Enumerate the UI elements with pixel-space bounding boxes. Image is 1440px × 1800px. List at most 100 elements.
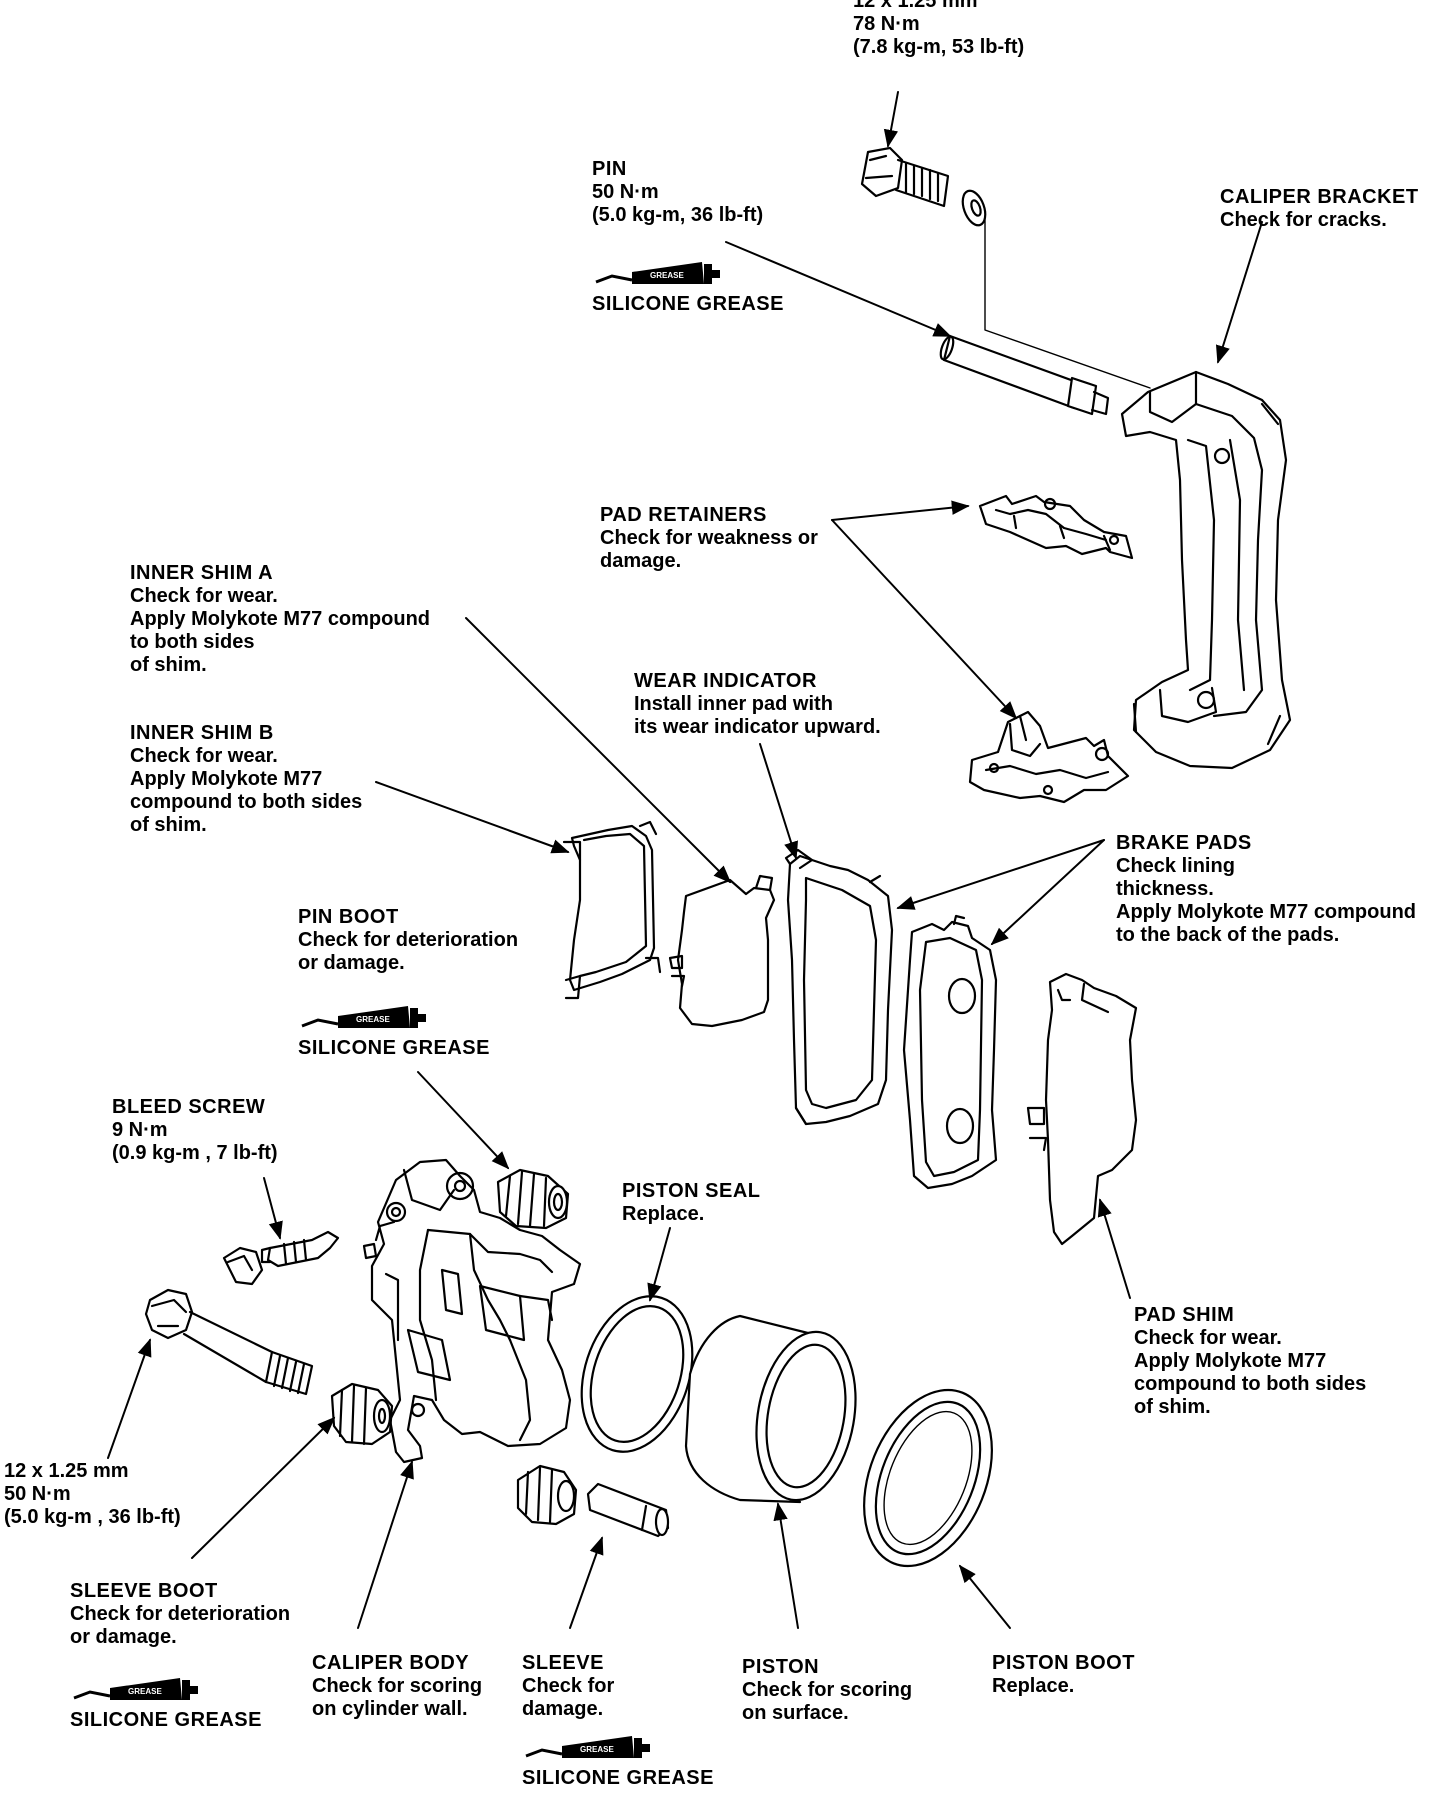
bleed-screw-label: BLEED SCREW 9 N·m (0.9 kg-m , 7 lb-ft) — [112, 1096, 278, 1165]
caliper-bolt — [144, 1288, 314, 1396]
sleeve — [586, 1482, 670, 1538]
pad-shim-label: PAD SHIM Check for wear. Apply Molykote … — [1134, 1304, 1366, 1419]
bleed-screw-title: BLEED SCREW — [112, 1096, 266, 1118]
inner-shim-b-label: INNER SHIM B Check for wear. Apply Molyk… — [130, 722, 362, 837]
sleeve-boot-note-2: or damage. — [70, 1626, 177, 1648]
caliper-body-note-1: Check for scoring — [312, 1675, 483, 1697]
piston-boot — [863, 1388, 993, 1568]
grease-pin-boot: GREASE SILICONE GREASE — [298, 998, 490, 1060]
piston-seal-title: PISTON SEAL — [622, 1180, 761, 1202]
pad-retainers-title: PAD RETAINERS — [600, 504, 767, 526]
piston-boot-note: Replace. — [992, 1675, 1075, 1697]
bolt-top-torque-alt: (7.8 kg-m, 53 lb-ft) — [853, 36, 1025, 58]
caliper-bracket — [1120, 370, 1292, 770]
piston-boot-label: PISTON BOOT Replace. — [992, 1652, 1135, 1698]
bolt-bottom-label: 12 x 1.25 mm 50 N·m (5.0 kg-m , 36 lb-ft… — [4, 1460, 181, 1529]
brake-pads-note-2: thickness. — [1116, 878, 1214, 900]
piston-boot-title: PISTON BOOT — [992, 1652, 1135, 1674]
grease-caption: SILICONE GREASE — [592, 293, 784, 315]
pin-boot-title: PIN BOOT — [298, 906, 399, 928]
grease-sleeve: GREASE SILICONE GREASE — [522, 1728, 714, 1790]
inner-shim-b-note-2: Apply Molykote M77 — [130, 768, 323, 790]
pad-shim-note-1: Check for wear. — [1134, 1327, 1282, 1349]
inner-shim-b-note-4: of shim. — [130, 814, 207, 836]
bleed-screw-torque: 9 N·m — [112, 1119, 168, 1141]
wear-indicator-note-2: its wear indicator upward. — [634, 716, 881, 738]
piston-note-1: Check for scoring — [742, 1679, 913, 1701]
pad-shim-note-3: compound to both sides — [1134, 1373, 1367, 1395]
grease-icon-text: GREASE — [356, 1015, 390, 1024]
brake-pads-label: BRAKE PADS Check lining thickness. Apply… — [1116, 832, 1416, 947]
guide-pin — [939, 334, 1110, 416]
wear-indicator-note-1: Install inner pad with — [634, 693, 833, 715]
sleeve-note-2: damage. — [522, 1698, 604, 1720]
caliper-bracket-note: Check for cracks. — [1220, 209, 1387, 231]
grease-icon-text: GREASE — [650, 271, 684, 280]
pin-boot-note-1: Check for deterioration — [298, 929, 519, 951]
piston-seal — [580, 1295, 694, 1453]
pin-boot — [496, 1168, 570, 1230]
bleed-screw-torque-alt: (0.9 kg-m , 7 lb-ft) — [112, 1142, 278, 1164]
grease-tube-icon: GREASE — [301, 1006, 426, 1028]
inner-shim-b — [562, 820, 662, 1000]
caliper-body-title: CALIPER BODY — [312, 1652, 470, 1674]
piston-seal-note: Replace. — [622, 1203, 705, 1225]
bleed-screw — [222, 1230, 340, 1286]
piston-label: PISTON Check for scoring on surface. — [742, 1656, 912, 1725]
outer-brake-pad — [902, 914, 998, 1190]
inner-shim-a-note-1: Check for wear. — [130, 585, 278, 607]
pad-retainers-note-2: damage. — [600, 550, 682, 572]
sleeve-boot-label: SLEEVE BOOT Check for deterioration or d… — [70, 1580, 290, 1649]
grease-tube-icon: GREASE — [595, 262, 720, 284]
bolt-bottom-torque: 50 N·m — [4, 1483, 71, 1505]
sleeve-boot-lower — [516, 1464, 578, 1526]
bolt-bottom-torque-alt: (5.0 kg-m , 36 lb-ft) — [4, 1506, 181, 1528]
sleeve-boot — [330, 1382, 394, 1446]
grease-icon-text: GREASE — [128, 1687, 162, 1696]
grease-caption: SILICONE GREASE — [522, 1767, 714, 1789]
pad-retainers-label: PAD RETAINERS Check for weakness or dama… — [600, 504, 818, 573]
inner-shim-b-note-1: Check for wear. — [130, 745, 278, 767]
inner-shim-b-title: INNER SHIM B — [130, 722, 274, 744]
piston-note-2: on surface. — [742, 1702, 849, 1724]
piston-title: PISTON — [742, 1656, 820, 1678]
caliper-bracket-label: CALIPER BRACKET Check for cracks. — [1220, 186, 1419, 232]
pad-shim-title: PAD SHIM — [1134, 1304, 1235, 1326]
sleeve-title: SLEEVE — [522, 1652, 604, 1674]
sleeve-note-1: Check for — [522, 1675, 615, 1697]
inner-shim-a-note-4: of shim. — [130, 654, 207, 676]
pad-shim-note-2: Apply Molykote M77 — [1134, 1350, 1327, 1372]
grease-tube-icon: GREASE — [525, 1736, 650, 1758]
pin-torque-alt: (5.0 kg-m, 36 lb-ft) — [592, 204, 764, 226]
grease-caption: SILICONE GREASE — [298, 1037, 490, 1059]
pad-retainers-note-1: Check for weakness or — [600, 527, 818, 549]
grease-icon-text: GREASE — [580, 1745, 614, 1754]
sleeve-boot-note-1: Check for deterioration — [70, 1603, 291, 1625]
caliper-body-label: CALIPER BODY Check for scoring on cylind… — [312, 1652, 482, 1721]
bracket-bolt — [860, 146, 987, 227]
bolt-top-torque: 78 N·m — [853, 13, 920, 35]
inner-brake-pad — [784, 848, 894, 1126]
sleeve-boot-title: SLEEVE BOOT — [70, 1580, 218, 1602]
piston — [684, 1314, 857, 1504]
grease-tube-icon: GREASE — [73, 1678, 198, 1700]
leader-lines — [107, 91, 1263, 1629]
wear-indicator-title: WEAR INDICATOR — [634, 670, 817, 692]
piston-seal-label: PISTON SEAL Replace. — [622, 1180, 761, 1226]
bolt-bottom-size: 12 x 1.25 mm — [4, 1460, 129, 1482]
inner-shim-a-label: INNER SHIM A Check for wear. Apply Molyk… — [130, 562, 430, 677]
grease-sleeve-boot: GREASE SILICONE GREASE — [70, 1670, 262, 1732]
pin-label: PIN 50 N·m (5.0 kg-m, 36 lb-ft) — [592, 158, 763, 227]
caliper-bracket-title: CALIPER BRACKET — [1220, 186, 1419, 208]
inner-shim-b-note-3: compound to both sides — [130, 791, 363, 813]
caliper-body-note-2: on cylinder wall. — [312, 1698, 468, 1720]
wear-indicator-label: WEAR INDICATOR Install inner pad with it… — [634, 670, 881, 739]
pad-shim-note-4: of shim. — [1134, 1396, 1211, 1418]
inner-shim-a-note-3: to both sides — [130, 631, 255, 653]
inner-shim-a-note-2: Apply Molykote M77 compound — [130, 608, 431, 630]
brake-pads-note-1: Check lining — [1116, 855, 1235, 877]
brake-pads-note-3: Apply Molykote M77 compound — [1116, 901, 1417, 923]
bolt-top-label: 12 x 1.25 mm 78 N·m (7.8 kg-m, 53 lb-ft) — [853, 0, 1024, 59]
brake-pads-note-4: to the back of the pads. — [1116, 924, 1340, 946]
pad-retainer-lower — [968, 710, 1130, 804]
